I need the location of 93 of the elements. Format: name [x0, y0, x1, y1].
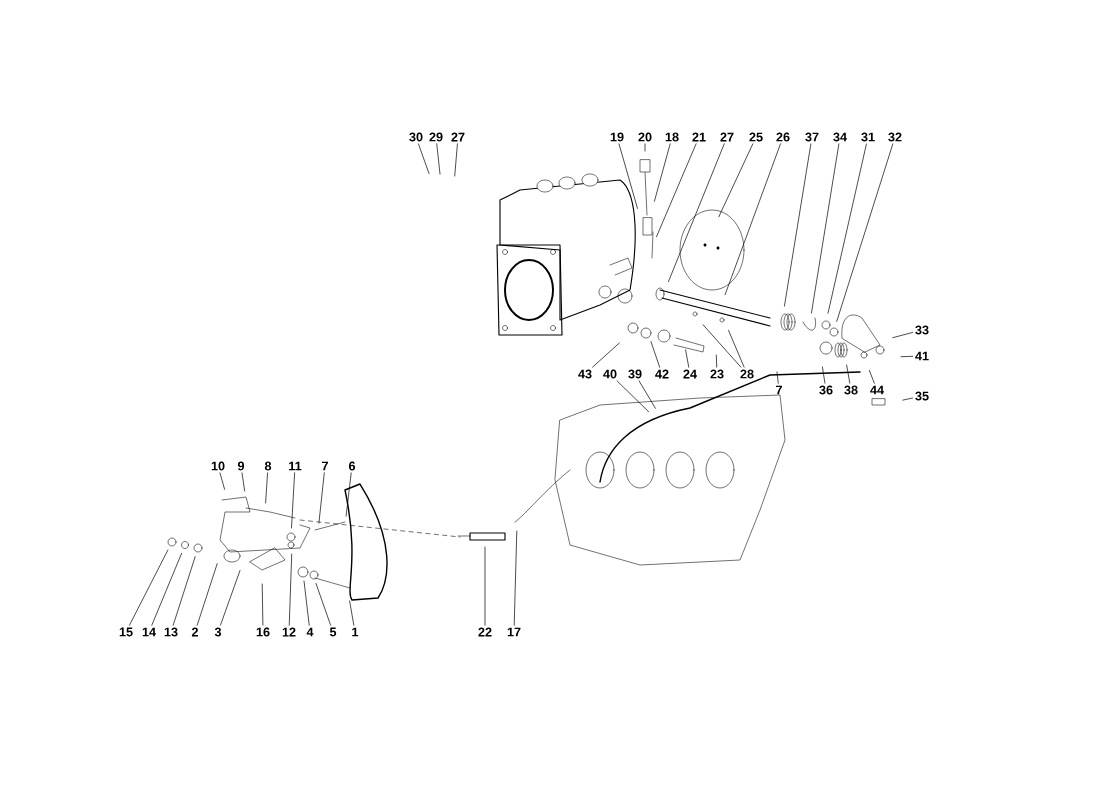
callout-number: 25 — [749, 132, 763, 142]
leader-line — [638, 380, 656, 409]
callout-number: 40 — [603, 369, 617, 379]
callout-number: 11 — [289, 461, 302, 471]
leader-line — [900, 355, 913, 358]
leader-line — [822, 366, 826, 384]
callout-number: 35 — [915, 391, 929, 401]
callout-number: 14 — [142, 627, 156, 637]
callout-number: 21 — [692, 132, 706, 142]
callout-number: 31 — [861, 132, 875, 142]
leader-line — [654, 143, 671, 202]
leader-line — [592, 342, 620, 368]
leader-line — [784, 143, 812, 307]
callout-number: 26 — [776, 132, 790, 142]
callout-number: 28 — [740, 369, 754, 379]
callout-number: 29 — [429, 132, 443, 142]
callout-number: 19 — [610, 132, 624, 142]
leader-line — [484, 546, 486, 626]
leader-line — [650, 341, 661, 368]
leader-line — [868, 370, 875, 384]
callout-number: 7 — [322, 461, 328, 471]
leader-line — [827, 143, 867, 314]
leader-line — [776, 371, 779, 384]
callout-number: 27 — [451, 132, 465, 142]
leader-line — [616, 380, 649, 413]
leader-line — [644, 143, 646, 152]
leader-line — [291, 472, 295, 529]
leader-line — [151, 552, 182, 626]
callout-number: 22 — [478, 627, 492, 637]
leader-line — [318, 472, 325, 524]
leader-line — [172, 556, 196, 626]
callout-number: 12 — [282, 627, 296, 637]
callout-number: 20 — [638, 132, 652, 142]
leader-line — [315, 583, 331, 626]
leader-line — [836, 143, 894, 322]
leader-line — [513, 530, 518, 626]
callout-number: 32 — [888, 132, 902, 142]
callout-number: 3 — [214, 627, 222, 637]
leader-line — [220, 570, 241, 626]
callout-number: 27 — [720, 132, 734, 142]
callout-number: 43 — [578, 369, 592, 379]
leader-line — [718, 143, 754, 218]
leader-line — [436, 143, 441, 175]
callout-number: 9 — [237, 461, 245, 471]
leader-line — [715, 354, 718, 368]
callout-number: 37 — [805, 132, 819, 142]
leader-line — [288, 553, 293, 626]
callout-number: 34 — [833, 132, 847, 142]
callout-number: 36 — [819, 385, 833, 395]
leader-line — [685, 349, 690, 368]
leader-line — [892, 332, 913, 339]
leader-line — [261, 583, 264, 626]
callout-number: 7 — [776, 385, 782, 395]
callout-number: 41 — [915, 351, 929, 361]
callout-number: 38 — [844, 385, 858, 395]
leader-line — [902, 397, 913, 401]
callout-number: 6 — [348, 461, 356, 471]
leader-line — [303, 580, 310, 626]
callout-number: 5 — [329, 627, 337, 637]
leader-line — [811, 143, 840, 314]
callout-number: 23 — [710, 369, 724, 379]
callout-number: 4 — [306, 627, 314, 637]
callout-number: 18 — [665, 132, 679, 142]
leader-line — [724, 143, 781, 295]
leader-line — [219, 472, 225, 490]
leader-line — [129, 549, 169, 626]
callout-number: 10 — [211, 461, 225, 471]
leader-line — [702, 324, 742, 368]
leader-line — [454, 143, 458, 177]
callout-number: 2 — [191, 627, 198, 637]
callout-number: 13 — [164, 627, 178, 637]
leader-line — [196, 563, 218, 626]
leader-line — [618, 143, 638, 209]
callout-number: 16 — [256, 627, 270, 637]
leader-line — [418, 143, 430, 174]
leader-line — [349, 600, 355, 626]
callout-number: 24 — [683, 369, 697, 379]
leader-line — [668, 143, 725, 283]
leader-line — [656, 143, 697, 238]
callout-number: 42 — [655, 369, 669, 379]
callout-number: 39 — [628, 369, 642, 379]
leader-line — [345, 472, 352, 517]
callout-number: 44 — [870, 385, 884, 395]
leader-line — [265, 472, 268, 504]
callout-number: 30 — [409, 132, 423, 142]
leader-line — [241, 472, 246, 492]
callout-number: 15 — [119, 627, 133, 637]
leader-line — [728, 329, 745, 368]
callout-number: 33 — [915, 325, 929, 335]
callout-number: 1 — [352, 627, 359, 637]
callout-number: 8 — [264, 461, 272, 471]
leader-line — [846, 364, 851, 384]
callout-number: 17 — [507, 627, 521, 637]
